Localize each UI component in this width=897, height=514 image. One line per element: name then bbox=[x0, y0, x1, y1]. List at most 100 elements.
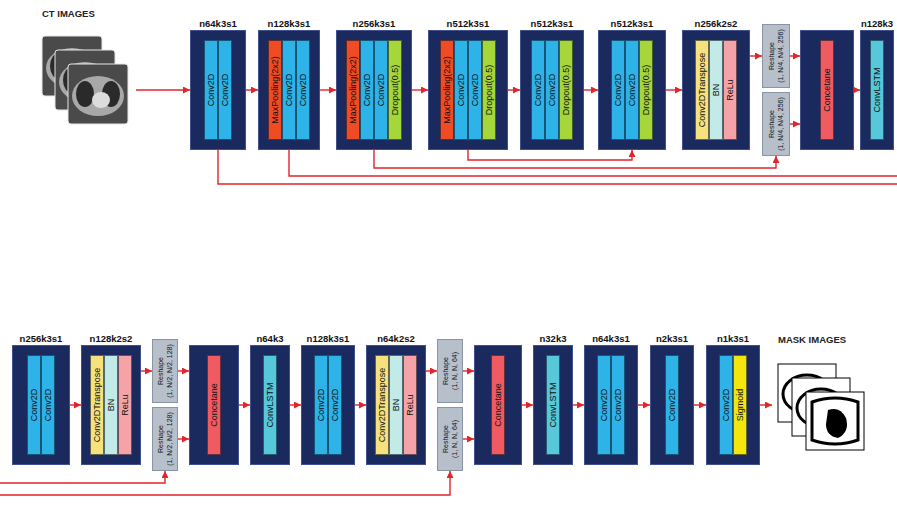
layer-block: Concetane bbox=[474, 345, 522, 465]
reshape-label: (1, N/2, N/2, 128) bbox=[165, 344, 174, 398]
image-stack: MASK IMAGES bbox=[772, 334, 868, 470]
layer-label: Conv2D bbox=[43, 389, 54, 422]
flow-arrow bbox=[355, 404, 366, 405]
reshape-label: (1, N/4, N/4, 256) bbox=[776, 97, 785, 151]
reshape-box: Reshape(1, N/2, N/2, 128) bbox=[152, 407, 178, 471]
layer-block: n64k2s2Conv2DTransposeBNReLu bbox=[366, 345, 426, 465]
layer-block: n128k3s1Conv2DConv2D bbox=[301, 345, 355, 465]
skip-connection bbox=[468, 150, 632, 160]
layer-block: n512k3s1Conv2DConv2DDropout(0.5) bbox=[598, 30, 666, 150]
layer-label: Conv2D bbox=[470, 74, 481, 107]
reshape-box: Reshape(1, N, N, 64) bbox=[437, 339, 463, 403]
ct-lung bbox=[76, 81, 94, 107]
label-holder: Dropout(0.5) bbox=[561, 65, 572, 116]
layer-spec: n64k3s1 bbox=[199, 18, 237, 29]
layer-spec: n128k2s2 bbox=[90, 333, 133, 344]
label-holder: MaxPooling(2x2) bbox=[442, 56, 453, 124]
label-holder: Conv2D bbox=[599, 389, 610, 422]
mask-blob bbox=[826, 409, 847, 438]
layer-block: n64k3s1Conv2DConv2D bbox=[584, 345, 638, 465]
layer-label: Conv2D bbox=[721, 389, 732, 422]
label-holder: Concetane bbox=[209, 383, 220, 427]
conv2d-layer: Conv2D bbox=[625, 40, 639, 140]
reshape-box: Reshape(1, N/2, N/2, 128) bbox=[152, 339, 178, 403]
layer-spec: n64k2s2 bbox=[377, 333, 415, 344]
conv2d-layer: Conv2D bbox=[218, 40, 232, 140]
label-holder: BN bbox=[711, 84, 722, 97]
reshape-label: (1, N/2, N/2, 128) bbox=[165, 412, 174, 466]
label-holder: Conv2D bbox=[547, 74, 558, 107]
flow-arrow bbox=[412, 89, 428, 90]
layer-label: Dropout(0.5) bbox=[390, 65, 401, 116]
ct-heart bbox=[92, 92, 110, 108]
label-holder: Conv2D bbox=[627, 74, 638, 107]
flow-arrow bbox=[426, 370, 437, 371]
label-holder: Conv2D bbox=[456, 74, 467, 107]
flow-arrow bbox=[760, 404, 772, 405]
label-holder: Reshape(1, N/4, N/4, 256) bbox=[768, 97, 785, 151]
image-caption: MASK IMAGES bbox=[772, 334, 868, 345]
layer-spec: n1k3s1 bbox=[717, 333, 749, 344]
ct-slice bbox=[68, 64, 128, 124]
label-holder: Reshape(1, N/2, N/2, 128) bbox=[157, 344, 174, 398]
image-caption: CT IMAGES bbox=[36, 8, 136, 19]
conv2d-layer: Conv2D bbox=[597, 355, 611, 455]
flow-arrow bbox=[573, 404, 584, 405]
reshape-label: (1, N/4, N/4, 256) bbox=[776, 29, 785, 83]
relu-layer: ReLu bbox=[118, 355, 132, 455]
label-holder: Conv2D bbox=[284, 74, 295, 107]
reshape-label: Reshape bbox=[157, 344, 166, 398]
dropout-layer: Dropout(0.5) bbox=[388, 40, 402, 140]
conv2d-layer: Conv2D bbox=[314, 355, 328, 455]
reshape-label: Reshape bbox=[157, 412, 166, 466]
layer-label: Concetane bbox=[209, 383, 220, 427]
flow-arrow bbox=[694, 404, 706, 405]
convlstm-layer: ConvLSTM bbox=[263, 355, 277, 455]
flow-arrow bbox=[290, 404, 301, 405]
reshape-box: Reshape(1, N/4, N/4, 256) bbox=[762, 92, 790, 156]
layer-label: Conv2DTranspose bbox=[377, 368, 388, 443]
layer-spec: n256k2s2 bbox=[695, 18, 738, 29]
label-holder: Conv2D bbox=[298, 74, 309, 107]
flow-arrow bbox=[136, 89, 190, 90]
conv2d-layer: Conv2D bbox=[328, 355, 342, 455]
layer-block: n512k3s1Conv2DConv2DDropout(0.5) bbox=[520, 30, 584, 150]
label-holder: BN bbox=[106, 399, 117, 412]
batchnorm-layer: BN bbox=[104, 355, 118, 455]
maxpool-layer: MaxPooling(2x2) bbox=[268, 40, 282, 140]
conv2d-layer: Conv2D bbox=[468, 40, 482, 140]
label-holder: Conv2D bbox=[29, 389, 40, 422]
layer-label: Conv2D bbox=[613, 389, 624, 422]
label-holder: Concetane bbox=[493, 383, 504, 427]
label-holder: Conv2DTranspose bbox=[697, 53, 708, 128]
conv2d-layer: Conv2D bbox=[665, 355, 679, 455]
transpose-conv-layer: Conv2DTranspose bbox=[90, 355, 104, 455]
label-holder: Conv2D bbox=[470, 74, 481, 107]
layer-block: n1k3s1Conv2DSigmoid bbox=[706, 345, 760, 465]
layer-spec: n128k3s1 bbox=[268, 18, 311, 29]
layer-label: MaxPooling(2x2) bbox=[442, 56, 453, 124]
conv2d-layer: Conv2D bbox=[374, 40, 388, 140]
convlstm-layer: ConvLSTM bbox=[546, 355, 560, 455]
batchnorm-layer: BN bbox=[709, 40, 723, 140]
label-holder: ReLu bbox=[405, 394, 416, 416]
layer-label: Conv2D bbox=[284, 74, 295, 107]
layer-label: Dropout(0.5) bbox=[561, 65, 572, 116]
flow-arrow bbox=[141, 370, 152, 371]
layer-label: BN bbox=[106, 399, 117, 412]
conv2d-layer: Conv2D bbox=[204, 40, 218, 140]
layer-label: MaxPooling(2x2) bbox=[348, 56, 359, 124]
reshape-box: Reshape(1, N, N, 64) bbox=[437, 407, 463, 471]
layer-spec: n256k3s1 bbox=[20, 333, 63, 344]
layer-spec: n64k3 bbox=[257, 333, 284, 344]
layer-block: n32k3ConvLSTM bbox=[533, 345, 573, 465]
layer-label: Conv2D bbox=[627, 74, 638, 107]
label-holder: ReLu bbox=[725, 79, 736, 101]
label-holder: Conv2D bbox=[220, 74, 231, 107]
flow-arrow bbox=[750, 55, 762, 56]
label-holder: Reshape(1, N/4, N/4, 256) bbox=[768, 29, 785, 83]
flow-arrow bbox=[790, 55, 800, 56]
layer-label: BN bbox=[711, 84, 722, 97]
label-holder: Conv2D bbox=[316, 389, 327, 422]
convlstm-layer: ConvLSTM bbox=[870, 40, 884, 140]
